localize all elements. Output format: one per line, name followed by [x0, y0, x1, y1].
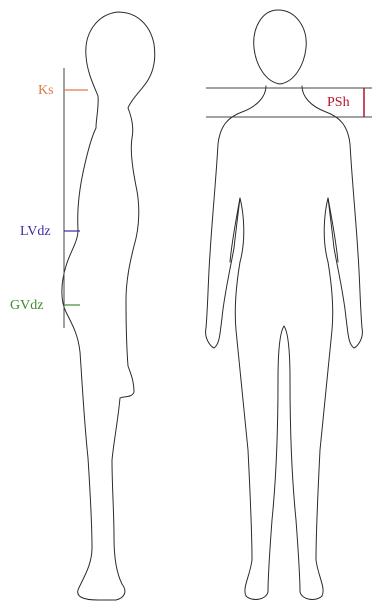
front-left-arm-inner	[230, 198, 240, 262]
ks-label: Ks	[38, 83, 54, 98]
side-view-figure	[62, 12, 155, 600]
psh-label: PSh	[327, 95, 350, 110]
front-head-outline	[254, 10, 306, 84]
side-measurement-guide	[64, 68, 88, 328]
front-right-arm-inner	[328, 198, 338, 262]
front-body-outline	[206, 86, 363, 599]
gvdz-label: GVdz	[10, 298, 43, 313]
lvdz-label: LVdz	[20, 224, 51, 239]
side-view-outline	[62, 12, 155, 600]
